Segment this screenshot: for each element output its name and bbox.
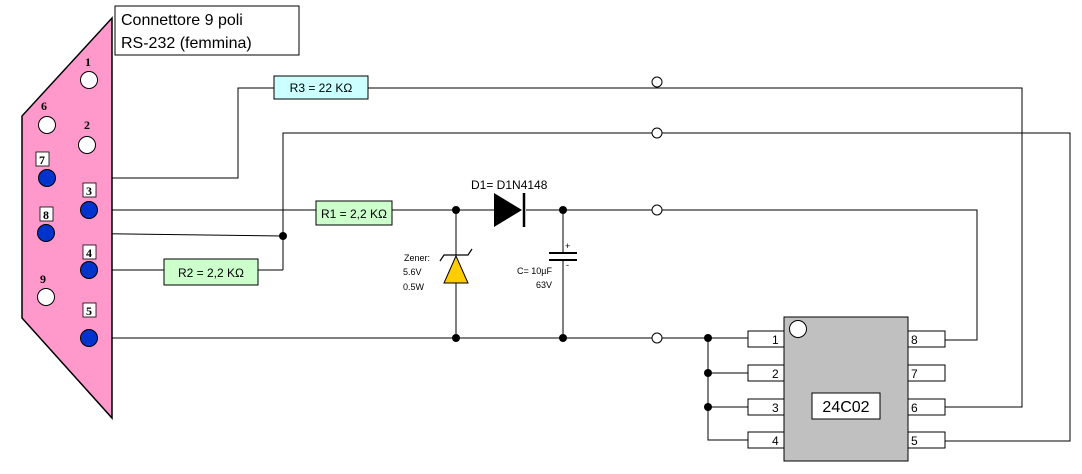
wire-r2-ic5	[282, 132, 1071, 442]
junction-dot	[704, 369, 712, 377]
ic-pin-label: 4	[772, 434, 779, 448]
title-line-2: RS-232 (femmina)	[121, 35, 252, 52]
junction-dot	[452, 334, 460, 342]
terminal-point	[651, 76, 663, 88]
zener-label-2: 5.6V	[403, 267, 422, 277]
zener-diode: Zener: 5.6V 0.5W	[403, 248, 473, 292]
r3-body	[273, 75, 369, 100]
pin-7-label-box	[35, 151, 50, 167]
pin-6-hole	[38, 116, 56, 134]
ic-24c02: 24C02 1 2 3 4 8 7 6 5	[747, 316, 946, 462]
pin-6-label: 6	[41, 99, 47, 113]
zener-triangle	[443, 254, 469, 284]
pin-7-label: 7	[39, 153, 45, 167]
terminal-point	[651, 204, 663, 216]
wire-pin7-r3	[56, 87, 274, 179]
ic-notch	[789, 320, 807, 338]
ic-pin-label: 6	[911, 401, 918, 415]
r3-label: R3 = 22 KΩ	[290, 81, 353, 95]
wire-diode-ic8	[526, 209, 978, 341]
ic-pin-label: 2	[772, 367, 779, 381]
pin-5-label: 5	[86, 304, 92, 318]
cap-label-1: C= 10µF	[517, 266, 552, 276]
junction-dot	[279, 232, 287, 240]
pin-3-label: 3	[86, 184, 92, 198]
ic-name: 24C02	[822, 399, 869, 416]
connector-shell	[21, 16, 113, 420]
ic-pin-label: 8	[911, 333, 918, 347]
cap-minus: -	[566, 260, 569, 270]
wire-ic-gnd-bus	[707, 338, 748, 441]
ic-pin-label: 1	[772, 333, 779, 347]
pin-8-label: 8	[43, 208, 49, 222]
cap-label-2: 63V	[536, 280, 552, 290]
pin-4-hole	[80, 261, 98, 279]
terminals	[651, 76, 663, 344]
pin-7-hole	[38, 169, 56, 187]
pin-1-label: 1	[85, 55, 91, 69]
wires	[53, 87, 1071, 442]
junction-dot	[704, 403, 712, 411]
cap-plus: +	[565, 241, 570, 251]
r2-label: R2 = 2,2 KΩ	[178, 266, 244, 280]
pin-5-label-box	[82, 302, 97, 318]
pin-4-label: 4	[86, 246, 92, 260]
pin-8-label-box	[39, 206, 54, 222]
title-box: Connettore 9 poli RS-232 (femmina)	[114, 5, 300, 56]
ic-body	[783, 316, 909, 462]
pin-5-hole	[80, 329, 98, 347]
capacitor-c: + - C= 10µF 63V	[517, 241, 577, 290]
r1-body	[315, 200, 393, 226]
diode-triangle	[494, 193, 522, 227]
title-line-1: Connettore 9 poli	[121, 12, 243, 29]
diode-label: D1= D1N4148	[471, 178, 548, 192]
zener-bar	[439, 248, 473, 262]
ic-pin-label: 7	[911, 367, 918, 381]
junction-dot	[704, 334, 712, 342]
terminal-point	[651, 127, 663, 139]
resistor-r2: R2 = 2,2 KΩ	[163, 258, 259, 286]
resistor-r3: R3 = 22 KΩ	[273, 75, 369, 100]
resistor-r1: R1 = 2,2 KΩ	[315, 200, 393, 226]
junctions	[279, 206, 712, 411]
pin-9-hole	[37, 288, 55, 306]
pin-3-label-box	[82, 182, 97, 198]
pin-9-label: 9	[40, 272, 46, 286]
r1-label: R1 = 2,2 KΩ	[321, 207, 387, 221]
junction-dot	[559, 334, 567, 342]
db9-connector: 1 6 2 9 7 3 8 4 5	[21, 16, 113, 420]
zener-label-1: Zener:	[404, 253, 430, 263]
pin-1-hole	[80, 71, 98, 89]
ic-name-box	[811, 392, 881, 420]
zener-label-3: 0.5W	[403, 282, 425, 292]
pin-8-hole	[37, 224, 55, 242]
ic-pin-label: 3	[772, 401, 779, 415]
title-frame	[114, 5, 300, 56]
diode-d1: D1= D1N4148	[471, 178, 548, 227]
wire-r3-ic6	[368, 87, 1023, 408]
junction-dot	[559, 206, 567, 214]
ic-pin-label: 5	[911, 434, 918, 448]
pin-2-hole	[78, 136, 96, 154]
pin-3-hole	[80, 201, 98, 219]
junction-dot	[452, 206, 460, 214]
pin-4-label-box	[82, 244, 97, 260]
pin-2-label: 2	[84, 118, 90, 132]
r2-body	[163, 258, 259, 286]
terminal-point	[651, 332, 663, 344]
